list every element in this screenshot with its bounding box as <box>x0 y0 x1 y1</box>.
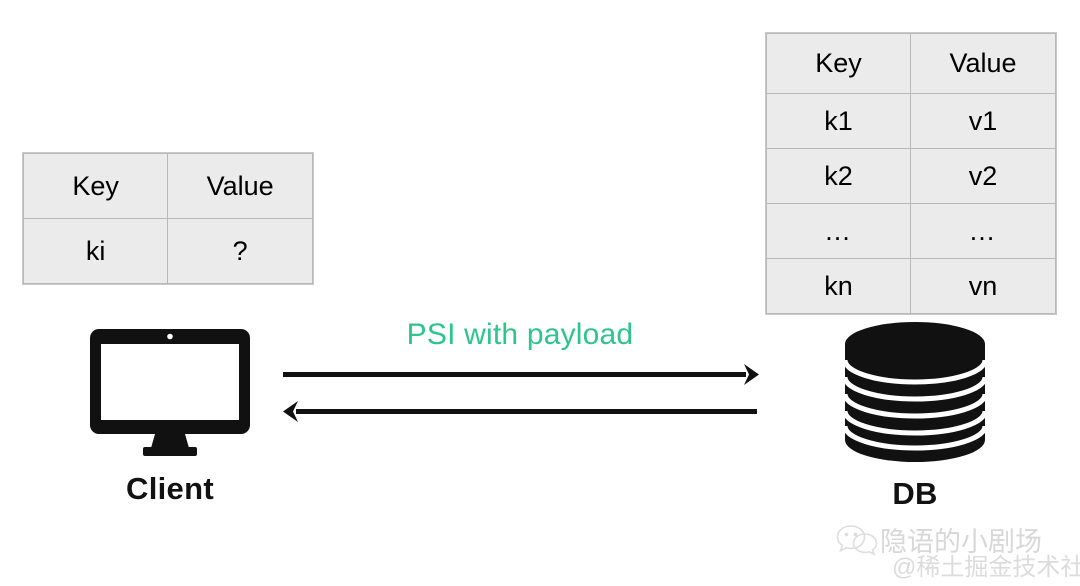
table-row: … … <box>765 203 1056 259</box>
table-row: ki ? <box>22 218 313 284</box>
watermark-account-name: 隐语的小剧场 <box>880 527 1042 557</box>
client-table-header-key: Key <box>22 153 169 219</box>
db-kv-table: Key Value k1 v1 k2 v2 … … kn vn <box>765 33 1056 314</box>
protocol-arrows <box>283 364 759 422</box>
client-table-cell-value-0: ? <box>167 218 313 284</box>
watermark: 隐语的小剧场 @稀土掘金技术社区 <box>836 520 1080 582</box>
db-table-header-value: Value <box>910 33 1056 94</box>
client-node: Client <box>70 327 270 507</box>
table-row: Key Value <box>22 153 313 219</box>
table-row: k1 v1 <box>765 93 1056 149</box>
monitor-icon <box>90 329 250 456</box>
client-kv-table: Key Value ki ? <box>22 153 313 284</box>
response-arrow-left-icon <box>283 401 757 422</box>
db-table-cell-key-1: k2 <box>765 148 912 204</box>
table-row: Key Value <box>765 33 1056 94</box>
db-table-header-key: Key <box>765 33 912 94</box>
db-table-cell-key-3: kn <box>765 258 912 314</box>
client-node-label: Client <box>126 471 214 506</box>
db-node-label: DB <box>892 476 938 511</box>
table-row: k2 v2 <box>765 148 1056 204</box>
db-table-cell-value-1: v2 <box>910 148 1056 204</box>
client-table-cell-key-0: ki <box>22 218 169 284</box>
watermark-source: @稀土掘金技术社区 <box>892 554 1080 581</box>
db-node: DB <box>815 322 1015 512</box>
wechat-icon <box>836 525 878 556</box>
db-table-cell-value-2: … <box>910 203 1056 259</box>
db-table-cell-value-0: v1 <box>910 93 1056 149</box>
database-cylinder-icon <box>842 322 988 462</box>
request-arrow-right-icon <box>283 364 759 385</box>
db-table-cell-key-0: k1 <box>765 93 912 149</box>
client-table-header-value: Value <box>167 153 313 219</box>
db-table-cell-value-3: vn <box>910 258 1056 314</box>
table-row: kn vn <box>765 258 1056 314</box>
flow-label: PSI with payload <box>406 318 634 351</box>
db-table-cell-key-2: … <box>765 203 912 259</box>
